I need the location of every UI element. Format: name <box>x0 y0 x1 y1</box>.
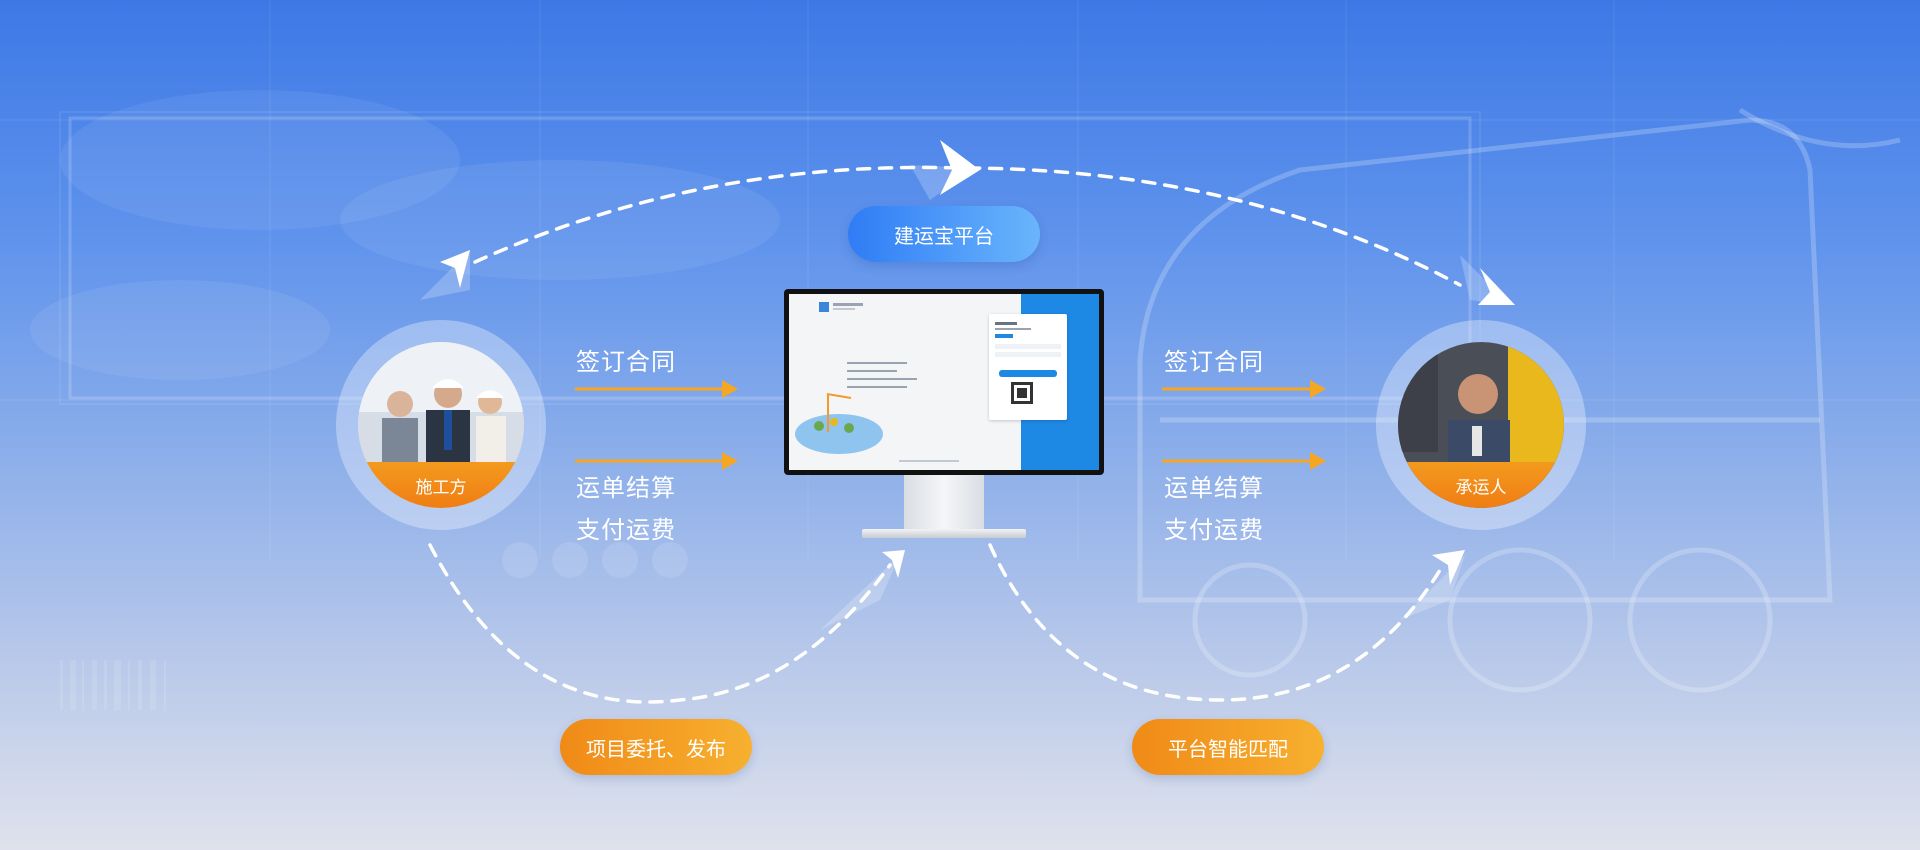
left-sign-contract-label: 签订合同 <box>576 348 676 376</box>
arc-bottom-left <box>428 543 892 704</box>
carrier-tag: 承运人 <box>1398 462 1564 508</box>
construction-party-node: 施工方 <box>336 320 546 530</box>
smart-matching-pill: 平台智能匹配 <box>1132 719 1324 775</box>
arrowhead-bottom-right <box>1432 550 1465 585</box>
construction-party-photo: 施工方 <box>358 342 524 508</box>
project-entrust-publish-pill: 项目委托、发布 <box>560 719 752 775</box>
arrowhead-top-center <box>940 140 980 195</box>
smart-matching-label: 平台智能匹配 <box>1168 736 1288 761</box>
construction-party-tag: 施工方 <box>358 462 524 508</box>
arrowhead-bottom-center <box>882 550 905 578</box>
carrier-photo: 承运人 <box>1398 342 1564 508</box>
left-waybill-settlement-label: 运单结算 <box>576 474 676 502</box>
monitor-screen <box>789 294 1099 470</box>
arc-top <box>473 165 1462 287</box>
platform-pill-label: 建运宝平台 <box>894 223 994 248</box>
project-entrust-publish-label: 项目委托、发布 <box>586 736 726 761</box>
right-waybill-settlement-label: 运单结算 <box>1164 474 1264 502</box>
arrowhead-top-right <box>1478 268 1515 305</box>
monitor-stand-base <box>862 529 1026 538</box>
right-sign-contract-label: 签订合同 <box>1164 348 1264 376</box>
screen-illustration <box>795 302 959 462</box>
carrier-node: 承运人 <box>1376 320 1586 530</box>
login-card <box>989 314 1067 420</box>
carrier-label: 承运人 <box>1455 477 1507 498</box>
arc-bottom-right <box>988 543 1442 702</box>
arrowhead-top-left <box>440 250 470 288</box>
platform-pill: 建运宝平台 <box>848 206 1040 262</box>
construction-party-label: 施工方 <box>415 477 467 498</box>
login-card-illustration <box>995 322 1061 404</box>
right-pay-freight-label: 支付运费 <box>1164 516 1264 544</box>
monitor-stand-neck <box>904 475 984 531</box>
left-pay-freight-label: 支付运费 <box>576 516 676 544</box>
platform-monitor <box>784 289 1104 475</box>
